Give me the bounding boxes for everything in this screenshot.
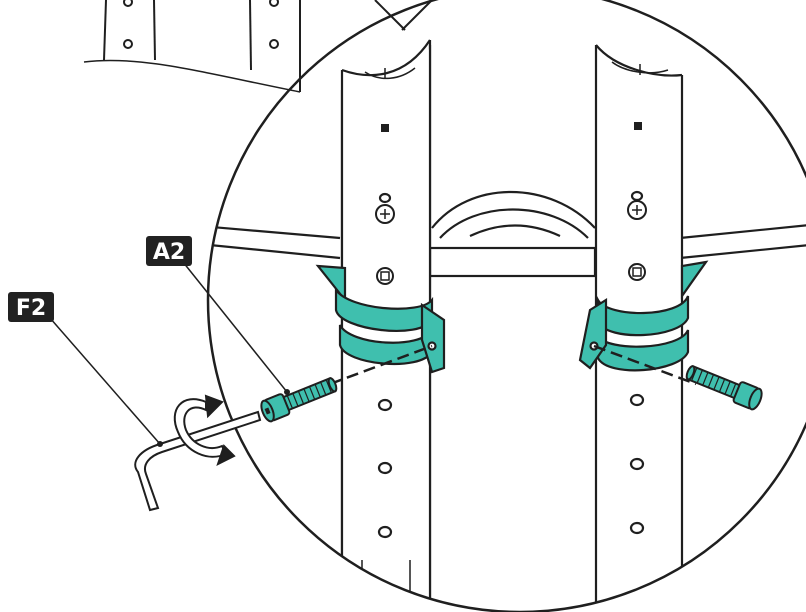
detail-magnifier bbox=[200, 0, 806, 612]
socket-cap-bolt-icon bbox=[259, 373, 340, 423]
wrench-callout-line bbox=[50, 318, 160, 444]
wrench-part-label-text: F2 bbox=[16, 296, 46, 321]
bolt-part-label: A2 bbox=[146, 236, 192, 266]
bolt-part-label-text: A2 bbox=[153, 240, 185, 265]
bolt-callout-line bbox=[183, 262, 287, 392]
wrench-part-label: F2 bbox=[8, 292, 54, 322]
right-socket-cap-bolt-icon bbox=[684, 361, 765, 411]
hex-key-icon bbox=[135, 412, 260, 510]
